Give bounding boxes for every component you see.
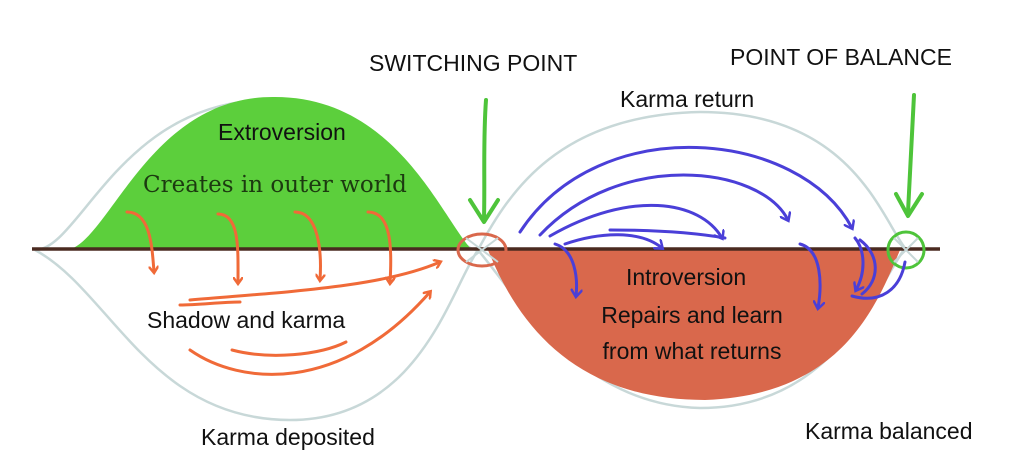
karma-return-arrows (518, 146, 907, 308)
introversion-label: Introversion (626, 264, 747, 290)
introversion-bowl (488, 250, 900, 400)
deposit-arrows (178, 262, 440, 376)
switching-point-marker (456, 232, 508, 268)
repairs-label-line1: Repairs and learn (601, 302, 783, 328)
karma-deposited-label: Karma deposited (201, 424, 375, 450)
switching-point-arrow (468, 98, 500, 224)
switching-point-label: SWITCHING POINT (369, 50, 578, 76)
repairs-label-line2: from what returns (602, 338, 782, 364)
karma-balanced-label: Karma balanced (805, 418, 973, 444)
point-of-balance-label: POINT OF BALANCE (730, 44, 952, 70)
point-of-balance-marker (886, 230, 926, 270)
shadow-arrows (125, 210, 391, 283)
karma-return-label: Karma return (620, 86, 755, 112)
extroversion-label: Extroversion (218, 119, 346, 145)
point-of-balance-arrow (894, 93, 924, 218)
creates-in-outer-world-label: Creates in outer world (143, 172, 407, 198)
shadow-and-karma-label: Shadow and karma (147, 307, 346, 333)
